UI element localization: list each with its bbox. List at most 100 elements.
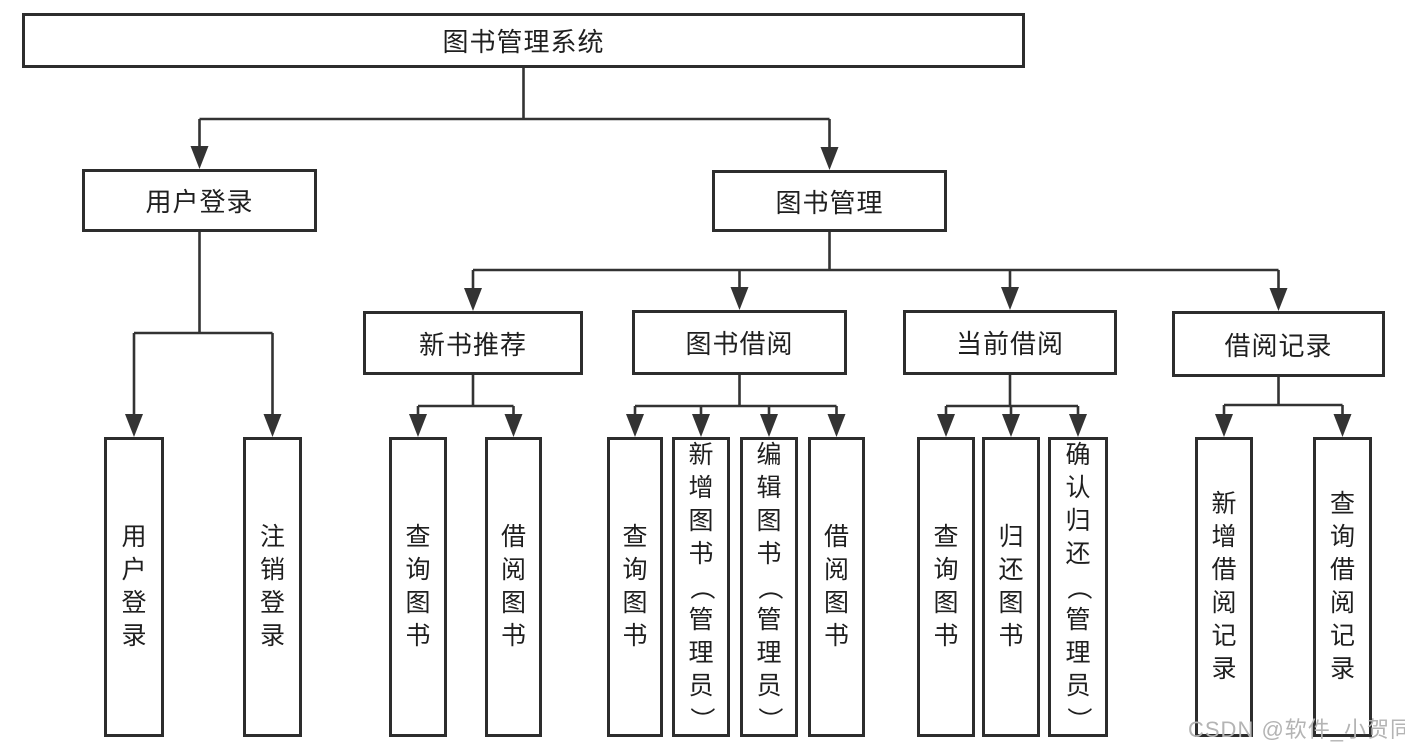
node-label-glyph: 录 xyxy=(1329,655,1355,683)
node-label-glyph: ） xyxy=(687,706,716,732)
node-label-glyph: 管 xyxy=(688,605,714,634)
node-label-glyph: 录 xyxy=(259,622,285,650)
node-label-glyph: 理 xyxy=(756,638,782,667)
arrow-down-icon xyxy=(827,414,846,437)
node-label-glyph: 查 xyxy=(622,523,648,551)
arrow-down-icon xyxy=(1269,288,1288,311)
node-user-login: 用户登录 xyxy=(82,169,317,232)
node-label-glyph: 归 xyxy=(998,523,1024,551)
node-label-glyph: 管 xyxy=(1065,605,1091,634)
node-label-glyph: 图 xyxy=(756,506,782,535)
node-label-glyph: 图 xyxy=(998,589,1024,617)
node-label-glyph: 增 xyxy=(1211,523,1237,551)
node-label-glyph: 新 xyxy=(1211,490,1237,518)
node-label-glyph: 登 xyxy=(121,589,147,617)
node-book-management: 图书管理 xyxy=(712,170,947,232)
node-br-add-record: 新增借阅记录 xyxy=(1195,437,1253,737)
node-book-borrowing: 图书借阅 xyxy=(632,310,847,375)
node-label-glyph: 书 xyxy=(998,622,1024,650)
arrow-down-icon xyxy=(1333,414,1352,437)
arrow-down-icon xyxy=(1001,287,1019,310)
arrow-down-icon xyxy=(504,414,523,437)
arrow-down-icon xyxy=(409,414,427,437)
node-label-glyph: 记 xyxy=(1329,622,1355,650)
node-label: 当前借阅 xyxy=(955,329,1064,359)
node-label-glyph: 书 xyxy=(405,622,431,650)
node-label-glyph: 图 xyxy=(622,589,648,617)
node-label-glyph: ） xyxy=(755,706,784,732)
node-label-glyph: 查 xyxy=(933,523,959,551)
node-cb-query-book: 查询图书 xyxy=(917,437,975,737)
node-label-glyph: 阅 xyxy=(500,556,526,584)
node-cb-confirm-return: 确认归还 （ 管理员 ） xyxy=(1048,437,1108,737)
node-label-glyph: 书 xyxy=(500,622,526,650)
node-label-glyph: ） xyxy=(1064,706,1093,732)
node-label-glyph: 借 xyxy=(1329,556,1355,584)
node-label-glyph: 认 xyxy=(1065,473,1091,502)
node-nbr-query-book: 查询图书 xyxy=(389,437,447,737)
node-label-glyph: 书 xyxy=(933,622,959,650)
arrow-down-icon xyxy=(626,414,644,437)
arrow-down-icon xyxy=(125,414,143,437)
node-label-glyph: 借 xyxy=(1211,556,1237,584)
node-label-glyph: 还 xyxy=(1065,539,1091,568)
node-label-glyph: （ xyxy=(687,574,716,600)
node-label: 图书管理系统 xyxy=(442,27,605,57)
node-current-borrowing: 当前借阅 xyxy=(903,310,1117,375)
node-label-glyph: 图 xyxy=(500,589,526,617)
node-bb-query-book: 查询图书 xyxy=(607,437,663,737)
node-root: 图书管理系统 xyxy=(22,13,1025,68)
node-label-glyph: 辑 xyxy=(756,473,782,502)
node-label-glyph: 归 xyxy=(1065,506,1091,535)
node-label-glyph: 员 xyxy=(1065,671,1091,700)
node-label-glyph: 注 xyxy=(259,523,285,551)
node-label-glyph: 图 xyxy=(933,589,959,617)
node-label-glyph: 销 xyxy=(259,556,285,584)
node-label-glyph: 理 xyxy=(1065,638,1091,667)
node-label-glyph: 借 xyxy=(823,523,849,551)
arrow-down-icon xyxy=(464,288,482,311)
node-leaf-logout: 注销登录 xyxy=(243,437,302,737)
node-label-glyph: 图 xyxy=(823,589,849,617)
node-label: 图书管理 xyxy=(775,187,884,218)
node-label-glyph: 书 xyxy=(823,622,849,650)
node-label-glyph: 书 xyxy=(756,539,782,568)
arrow-down-icon xyxy=(263,414,282,437)
node-leaf-user-login: 用户登录 xyxy=(104,437,164,737)
node-label: 借阅记录 xyxy=(1224,330,1333,361)
node-label-glyph: 管 xyxy=(756,605,782,634)
node-label-glyph: 书 xyxy=(622,622,648,650)
node-label-glyph: 查 xyxy=(405,523,431,551)
node-label-glyph: 还 xyxy=(998,556,1024,584)
arrow-down-icon xyxy=(692,414,710,437)
arrow-down-icon xyxy=(1069,414,1087,437)
node-label-glyph: 录 xyxy=(121,622,147,650)
node-new-book-recommend: 新书推荐 xyxy=(363,311,583,375)
watermark: CSDN @软件_小贺同学 xyxy=(1188,717,1405,742)
arrow-down-icon xyxy=(190,146,209,169)
node-label: 图书借阅 xyxy=(685,329,794,359)
node-label-glyph: 确 xyxy=(1065,440,1091,469)
node-cb-return-book: 归还图书 xyxy=(982,437,1040,737)
node-label-glyph: 员 xyxy=(756,671,782,700)
node-label-glyph: 记 xyxy=(1211,622,1237,650)
node-label-glyph: 询 xyxy=(405,556,431,584)
node-label-glyph: 新 xyxy=(688,440,714,469)
node-label-glyph: （ xyxy=(755,574,784,600)
node-label-glyph: 图 xyxy=(688,506,714,535)
node-label: 新书推荐 xyxy=(418,329,527,360)
node-label-glyph: 编 xyxy=(756,440,782,469)
node-bb-edit-book: 编辑图书 （ 管理员 ） xyxy=(740,437,798,737)
arrow-down-icon xyxy=(1002,414,1020,437)
node-label-glyph: 阅 xyxy=(1329,589,1355,617)
node-bb-add-book: 新增图书（管理员） xyxy=(672,437,730,737)
node-borrow-records: 借阅记录 xyxy=(1172,311,1385,377)
node-label-glyph: 员 xyxy=(688,671,714,700)
node-label-glyph: （ xyxy=(1064,574,1093,600)
node-label-glyph: 书 xyxy=(688,539,714,568)
node-label-glyph: 理 xyxy=(688,638,714,667)
arrow-down-icon xyxy=(760,414,778,437)
node-nbr-borrow-book: 借阅图书 xyxy=(485,437,542,737)
